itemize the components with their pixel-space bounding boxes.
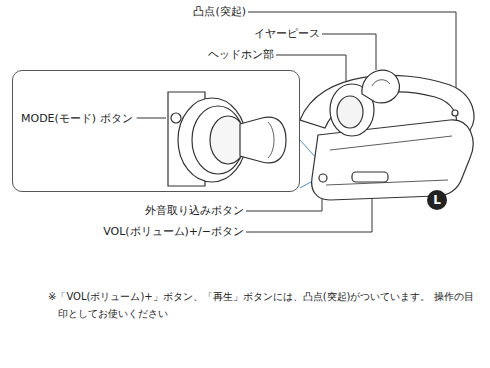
inset-earpiece xyxy=(168,92,286,186)
leader-line xyxy=(137,118,166,119)
leader-line xyxy=(246,176,322,211)
headphone-body xyxy=(300,70,474,200)
side-letter: L xyxy=(427,190,447,210)
part-label: MODE(モード) ボタン xyxy=(21,112,133,126)
part-label: 凸点(突起) xyxy=(193,5,246,19)
inset-panel: MODE(モード) ボタン xyxy=(12,70,300,192)
part-label: 外音取り込みボタン xyxy=(145,204,244,218)
part-label: VOL(ボリューム)+/−ボタン xyxy=(103,225,244,239)
side-marker: L xyxy=(427,190,447,210)
footnote: ※「VOL(ボリューム)+」ボタン、「再生」ボタンには、凸点(突起)がついていま… xyxy=(48,288,478,322)
part-label: ヘッドホン部 xyxy=(208,48,274,62)
leader-line xyxy=(322,34,376,70)
part-label: イヤーピース xyxy=(254,27,320,41)
